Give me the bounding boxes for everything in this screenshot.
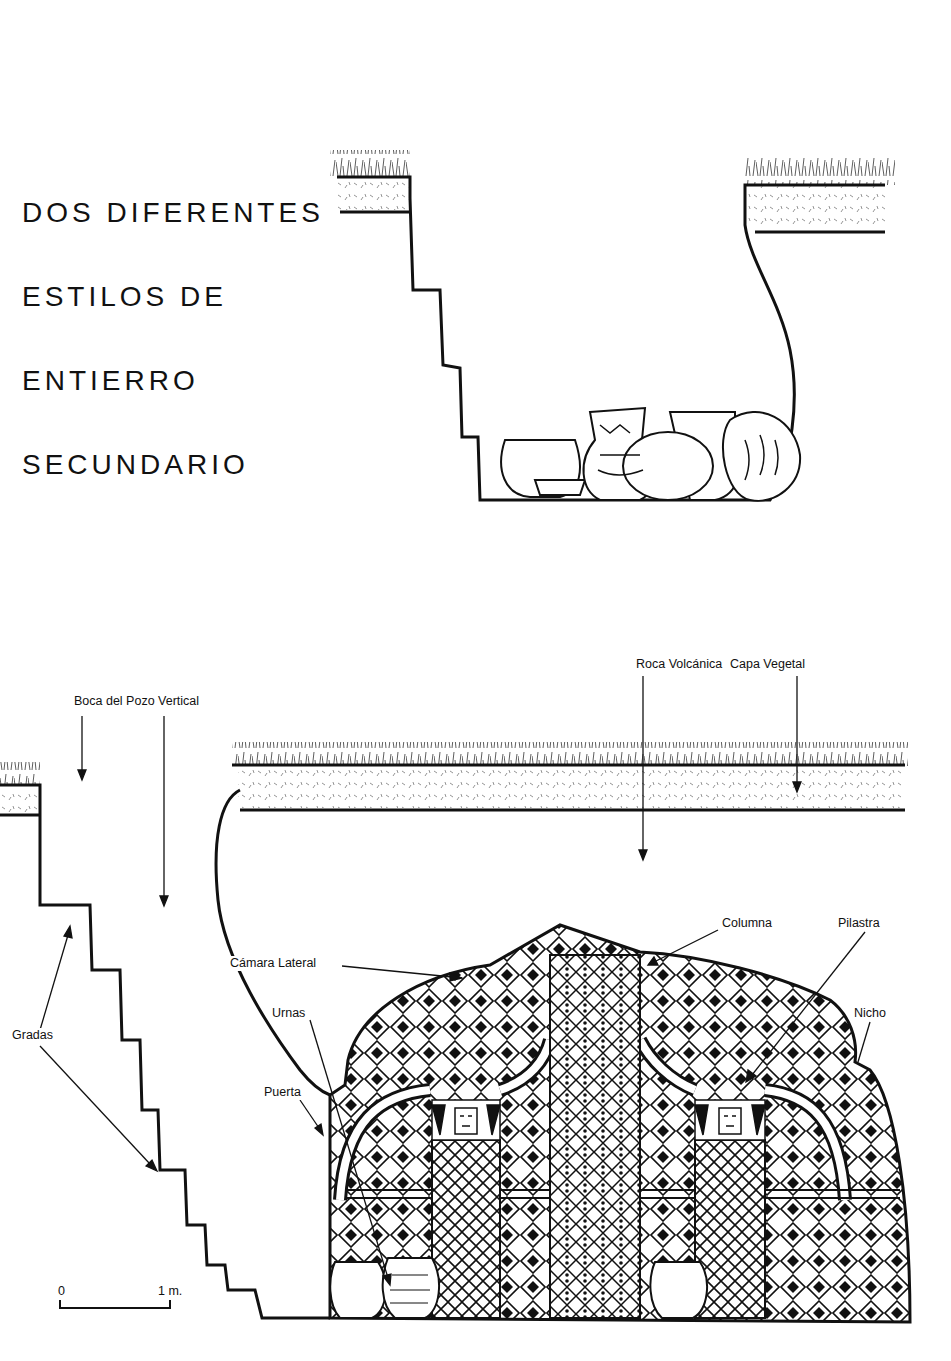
column-label: Columna (720, 916, 774, 931)
urn-label: Urnas (270, 1006, 307, 1021)
chamber-label: Cámara Lateral (228, 956, 318, 971)
door-label: Puerta (262, 1085, 303, 1100)
shaft-label: Boca del Pozo Vertical (72, 694, 201, 709)
pilaster-label: Pilastra (836, 916, 882, 931)
scale-label: 1 m. (156, 1284, 184, 1299)
soil-label: Capa Vegetal (728, 657, 807, 672)
steps-label: Gradas (10, 1028, 55, 1043)
figure-title: DOS DIFERENTES ESTILOS DE ENTIERRO SECUN… (22, 171, 362, 507)
niche-label: Nicho (852, 1006, 888, 1021)
rock-label: Roca Volcánica (634, 657, 724, 672)
scale-label: 0 (56, 1284, 67, 1299)
